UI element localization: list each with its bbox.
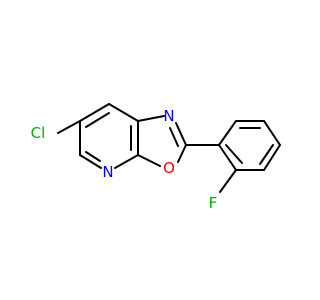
bond-n3-c2-inner: [169, 127, 179, 147]
bond-o1-c3a: [137, 154, 161, 167]
bond-c6-c7: [79, 103, 110, 122]
atom-label-f: F: [209, 194, 218, 212]
bond-c7a-n3: [137, 115, 165, 122]
molecule-structure-canvas: Cl N N O F: [30, 103, 281, 212]
atom-label-cl: Cl: [31, 124, 46, 142]
bond-n4-c5: [79, 154, 102, 169]
bond-c2-o1: [177, 144, 187, 163]
atom-label-n-pyridine: N: [102, 163, 113, 181]
bond-ph-1-2: [218, 120, 237, 146]
bond-ph-4-5-inner: [259, 144, 274, 165]
bond-ph-6-1: [218, 144, 237, 171]
bond-c-f: [219, 169, 237, 193]
bond-cl-c6: [57, 120, 81, 134]
bond-n4-c5-inner: [85, 151, 101, 162]
molecule-diagram: Cl N N O F: [31, 103, 281, 212]
atom-label-n-oxazole: N: [163, 107, 174, 125]
bond-ph-4-5: [263, 144, 281, 171]
bond-c3a-n4: [114, 154, 139, 169]
atom-label-o: O: [163, 159, 175, 177]
bond-ph-6-1-inner: [225, 144, 243, 164]
bond-c6-c7-inner: [85, 112, 110, 128]
bond-ph-3-4: [263, 120, 281, 146]
bond-n3-c2: [175, 122, 187, 146]
bond-c7-c7a: [108, 103, 139, 122]
